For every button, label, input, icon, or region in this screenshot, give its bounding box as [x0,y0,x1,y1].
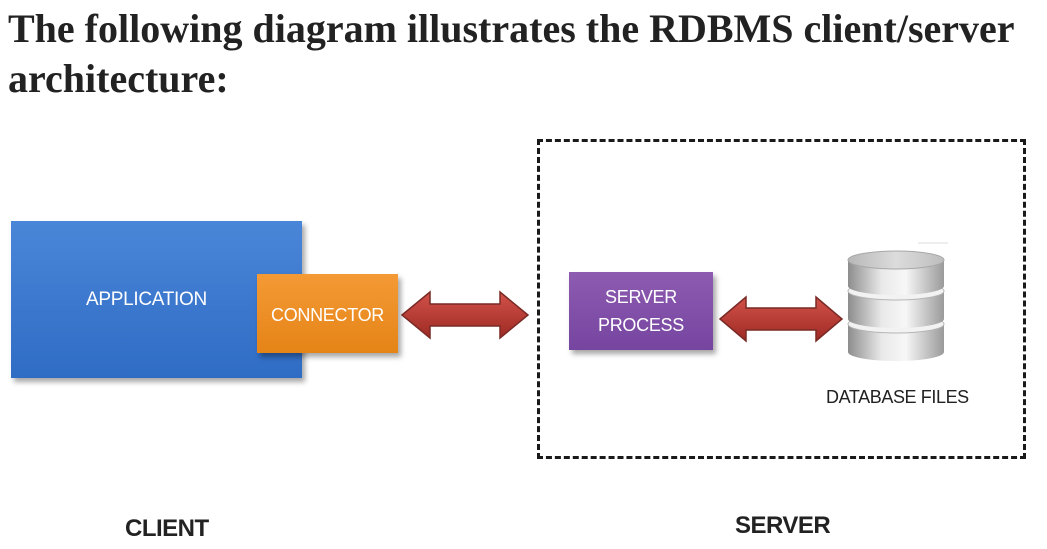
server-process-label-line1: SERVER [605,287,677,307]
server-boundary [537,139,1026,459]
connector-label: CONNECTOR [271,305,384,325]
double-arrow-icon [400,290,530,340]
application-box [11,221,302,378]
application-label: APPLICATION [86,289,207,310]
client-label: CLIENT [125,515,209,542]
server-process-box: SERVER PROCESS [569,272,713,350]
server-label: SERVER [735,512,831,539]
page-title: The following diagram illustrates the RD… [8,6,1014,101]
database-icon [847,242,948,361]
database-files-label: DATABASE FILES [826,387,969,407]
double-arrow-icon [718,295,844,343]
connector-box: CONNECTOR [257,274,398,353]
server-process-label-line2: PROCESS [598,315,684,335]
